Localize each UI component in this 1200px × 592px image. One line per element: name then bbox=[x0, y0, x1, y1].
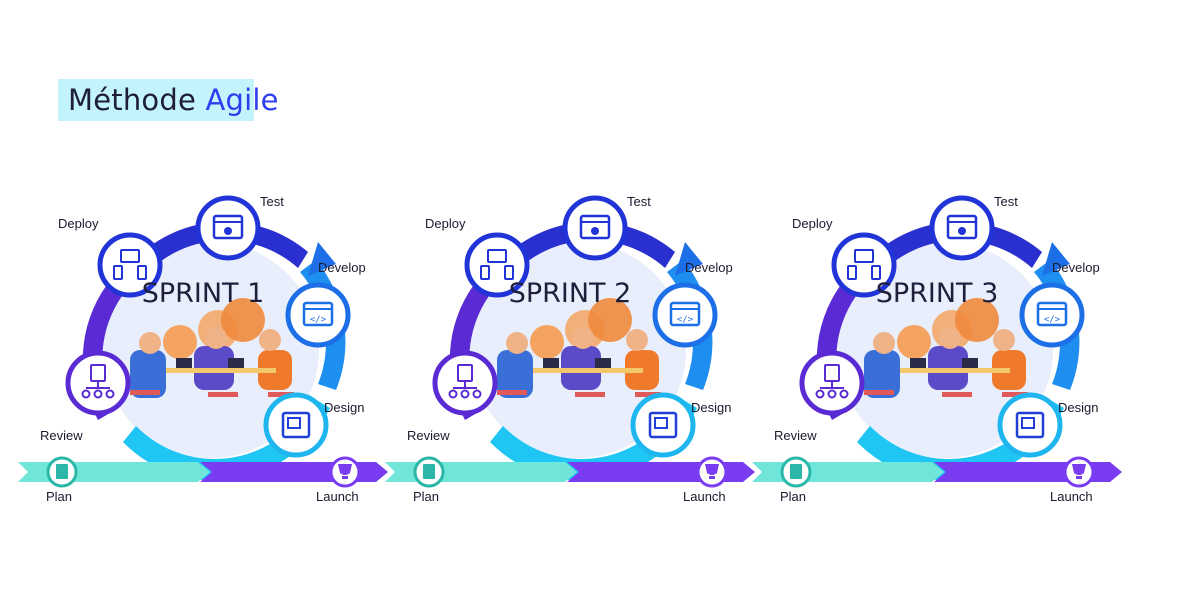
stage-deploy-icon bbox=[97, 232, 163, 298]
cycle-arrow-bottom bbox=[490, 398, 697, 481]
sprint-title: SPRINT 1 bbox=[141, 278, 265, 309]
label-review: Review bbox=[407, 428, 450, 443]
label-deploy: Deploy bbox=[425, 216, 466, 231]
sprint-panel-3: </> SPR bbox=[752, 180, 1122, 510]
team-illustration bbox=[864, 298, 1028, 398]
svg-text:</>: </> bbox=[310, 315, 327, 325]
stage-plan-icon bbox=[413, 456, 445, 488]
title-word-methode: Méthode bbox=[68, 83, 197, 117]
label-develop: Develop bbox=[1052, 260, 1100, 275]
label-review: Review bbox=[774, 428, 817, 443]
label-design: Design bbox=[1058, 400, 1099, 415]
stage-develop-icon: </> bbox=[1019, 282, 1085, 348]
sprint-panel-2: </> SPR bbox=[385, 180, 755, 510]
stage-design-icon bbox=[997, 392, 1063, 458]
label-design: Design bbox=[324, 400, 365, 415]
team-illustration bbox=[130, 298, 294, 398]
cycle-arrow-top bbox=[870, 221, 1042, 274]
stage-review-icon bbox=[799, 350, 865, 416]
cycle-arrow-top bbox=[136, 221, 308, 274]
stage-deploy-icon bbox=[831, 232, 897, 298]
cycle-arrow-bottom bbox=[857, 398, 1064, 481]
label-launch: Launch bbox=[316, 489, 359, 504]
arrow-head-right bbox=[308, 242, 336, 276]
stage-launch-icon bbox=[1063, 456, 1095, 488]
stage-plan-icon bbox=[780, 456, 812, 488]
label-test: Test bbox=[260, 194, 284, 209]
arrow-head-right bbox=[1042, 242, 1070, 276]
cycle-arrow-top bbox=[503, 221, 675, 274]
sprint-title: SPRINT 3 bbox=[875, 278, 999, 309]
title-word-agile: Agile bbox=[205, 83, 279, 117]
label-design: Design bbox=[691, 400, 732, 415]
stage-test-icon bbox=[195, 195, 261, 261]
sprint-title: SPRINT 2 bbox=[508, 278, 632, 309]
stage-develop-icon: </> bbox=[285, 282, 351, 348]
label-plan: Plan bbox=[780, 489, 807, 504]
page-title: Méthode Agile bbox=[68, 80, 279, 120]
stage-launch-icon bbox=[329, 456, 361, 488]
stage-develop-icon: </> bbox=[652, 282, 718, 348]
stage-design-icon bbox=[630, 392, 696, 458]
stage-deploy-icon bbox=[464, 232, 530, 298]
label-test: Test bbox=[994, 194, 1018, 209]
label-launch: Launch bbox=[1050, 489, 1093, 504]
svg-text:</>: </> bbox=[1044, 315, 1061, 325]
svg-text:</>: </> bbox=[677, 315, 694, 325]
stage-design-icon bbox=[263, 392, 329, 458]
stage-test-icon bbox=[929, 195, 995, 261]
team-illustration bbox=[497, 298, 661, 398]
label-deploy: Deploy bbox=[58, 216, 99, 231]
label-launch: Launch bbox=[683, 489, 726, 504]
stage-plan-icon bbox=[46, 456, 78, 488]
cycle-arrow-bottom bbox=[123, 398, 330, 481]
sprint-panel-1: </> SPR bbox=[18, 180, 388, 510]
stage-review-icon bbox=[432, 350, 498, 416]
title-highlight bbox=[58, 79, 254, 121]
arrow-head-right bbox=[675, 242, 703, 276]
stage-test-icon bbox=[562, 195, 628, 261]
label-plan: Plan bbox=[46, 489, 73, 504]
label-develop: Develop bbox=[685, 260, 733, 275]
stage-launch-icon bbox=[696, 456, 728, 488]
label-deploy: Deploy bbox=[792, 216, 833, 231]
label-plan: Plan bbox=[413, 489, 440, 504]
stage-review-icon bbox=[65, 350, 131, 416]
label-test: Test bbox=[627, 194, 651, 209]
label-review: Review bbox=[40, 428, 83, 443]
label-develop: Develop bbox=[318, 260, 366, 275]
